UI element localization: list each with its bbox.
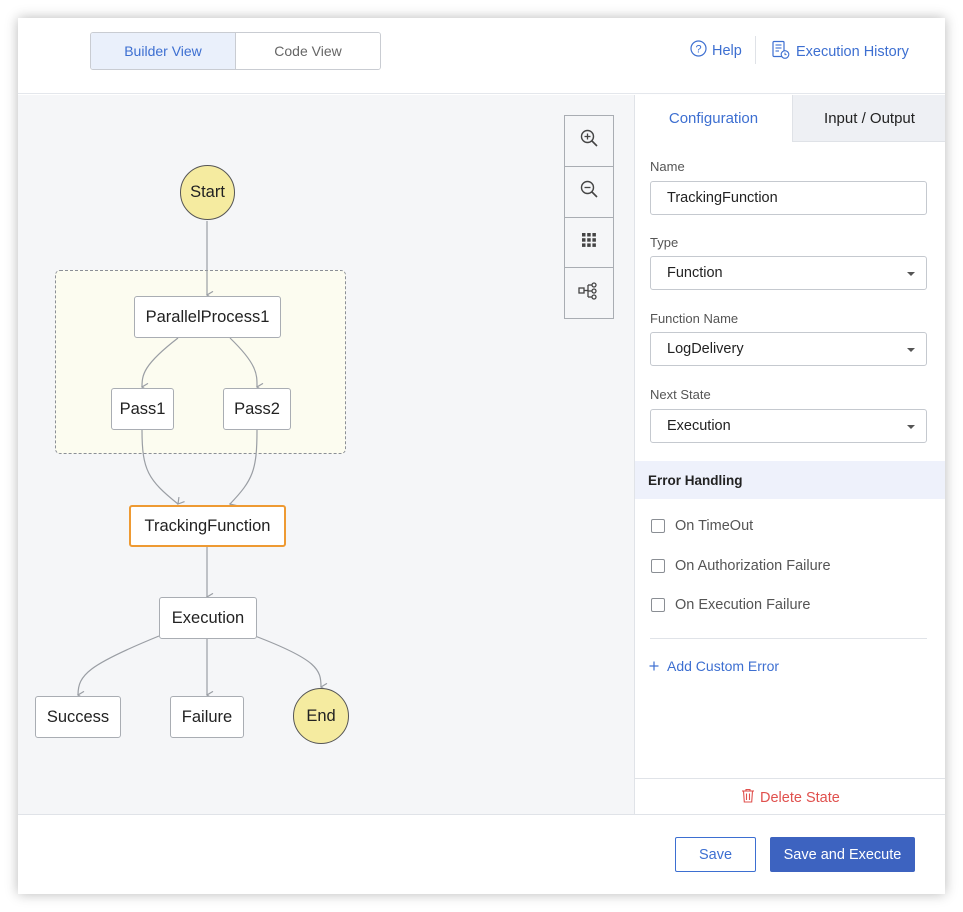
edge-pass1-tracking — [141, 429, 185, 505]
next-state-label: Next State — [650, 387, 711, 402]
grid-icon — [581, 232, 597, 253]
next-state-value: Execution — [667, 418, 731, 434]
on-timeout-label: On TimeOut — [675, 518, 754, 534]
delete-state-bar: Delete State — [635, 778, 945, 814]
help-icon: ? — [690, 40, 707, 61]
builder-view-tab[interactable]: Builder View — [91, 33, 236, 69]
edge-parallel-pass2 — [229, 337, 264, 392]
on-authorization-failure-label: On Authorization Failure — [675, 558, 831, 574]
add-custom-error-button[interactable]: Add Custom Error — [649, 658, 779, 674]
name-input[interactable]: TrackingFunction — [650, 181, 927, 215]
name-input-value: TrackingFunction — [667, 190, 778, 206]
panel-divider — [650, 638, 927, 639]
tab-input-output[interactable]: Input / Output — [792, 95, 945, 142]
zoom-in-icon — [579, 128, 599, 153]
chevron-down-icon — [907, 348, 915, 352]
tree-icon — [578, 281, 600, 306]
save-button[interactable]: Save — [675, 837, 756, 872]
name-label: Name — [650, 159, 685, 174]
end-node[interactable]: End — [293, 688, 349, 744]
zoom-toolbar — [564, 115, 614, 319]
execution-node[interactable]: Execution — [159, 597, 257, 639]
function-name-value: LogDelivery — [667, 341, 744, 357]
svg-text:?: ? — [695, 44, 701, 56]
add-custom-error-label: Add Custom Error — [667, 658, 780, 674]
edge-pass2-tracking — [229, 429, 258, 511]
delete-state-button[interactable]: Delete State — [741, 788, 840, 807]
on-timeout-option[interactable]: On TimeOut — [651, 518, 753, 534]
type-select[interactable]: Function — [650, 256, 927, 290]
view-toggle: Builder View Code View — [90, 32, 381, 70]
chevron-down-icon — [907, 425, 915, 429]
header-divider — [755, 36, 756, 64]
help-link[interactable]: ? Help — [690, 40, 742, 61]
function-name-label: Function Name — [650, 311, 739, 326]
function-name-select[interactable]: LogDelivery — [650, 332, 927, 366]
on-authorization-failure-option[interactable]: On Authorization Failure — [651, 558, 831, 574]
type-label: Type — [650, 235, 679, 250]
edge-execution-success — [76, 635, 160, 700]
on-execution-failure-option[interactable]: On Execution Failure — [651, 597, 810, 613]
tab-configuration[interactable]: Configuration — [635, 95, 792, 142]
on-execution-failure-checkbox[interactable] — [651, 598, 665, 612]
success-node[interactable]: Success — [35, 696, 121, 738]
code-view-tab[interactable]: Code View — [236, 33, 380, 69]
execution-history-label: Execution History — [796, 44, 909, 60]
pass1-node[interactable]: Pass1 — [111, 388, 174, 430]
execution-history-link[interactable]: Execution History — [771, 40, 909, 64]
edge-parallel-pass1 — [140, 337, 179, 392]
tracking-function-node[interactable]: TrackingFunction — [129, 505, 286, 547]
header-bar: Builder View Code View ? Help Execution … — [18, 18, 945, 94]
fit-grid-button[interactable] — [565, 218, 613, 269]
trash-icon — [741, 788, 755, 807]
pass2-node[interactable]: Pass2 — [223, 388, 291, 430]
start-node[interactable]: Start — [180, 165, 235, 220]
edge-execution-end — [254, 635, 328, 692]
failure-node[interactable]: Failure — [170, 696, 244, 738]
zoom-out-icon — [579, 179, 599, 204]
workflow-builder-window: Builder View Code View ? Help Execution … — [18, 18, 945, 894]
save-and-execute-button[interactable]: Save and Execute — [770, 837, 915, 872]
plus-icon — [649, 658, 659, 674]
workflow-edges — [76, 221, 328, 700]
zoom-in-button[interactable] — [565, 116, 613, 167]
chevron-down-icon — [907, 272, 915, 276]
on-timeout-checkbox[interactable] — [651, 519, 665, 533]
state-config-panel: Configuration Input / Output Name Tracki… — [634, 95, 945, 814]
on-execution-failure-label: On Execution Failure — [675, 597, 811, 613]
history-document-icon — [771, 40, 791, 64]
footer-bar: Save Save and Execute — [18, 814, 945, 894]
zoom-out-button[interactable] — [565, 167, 613, 218]
parallel-process-node[interactable]: ParallelProcess1 — [134, 296, 281, 338]
workflow-canvas[interactable]: Start ParallelProcess1 Pass1 Pass2 Track… — [18, 95, 634, 814]
on-authorization-failure-checkbox[interactable] — [651, 559, 665, 573]
help-label: Help — [712, 42, 742, 59]
panel-tabs: Configuration Input / Output — [635, 95, 945, 142]
type-select-value: Function — [667, 265, 723, 281]
error-handling-header: Error Handling — [635, 461, 945, 499]
next-state-select[interactable]: Execution — [650, 409, 927, 443]
auto-layout-button[interactable] — [565, 268, 613, 318]
delete-state-label: Delete State — [760, 789, 840, 806]
